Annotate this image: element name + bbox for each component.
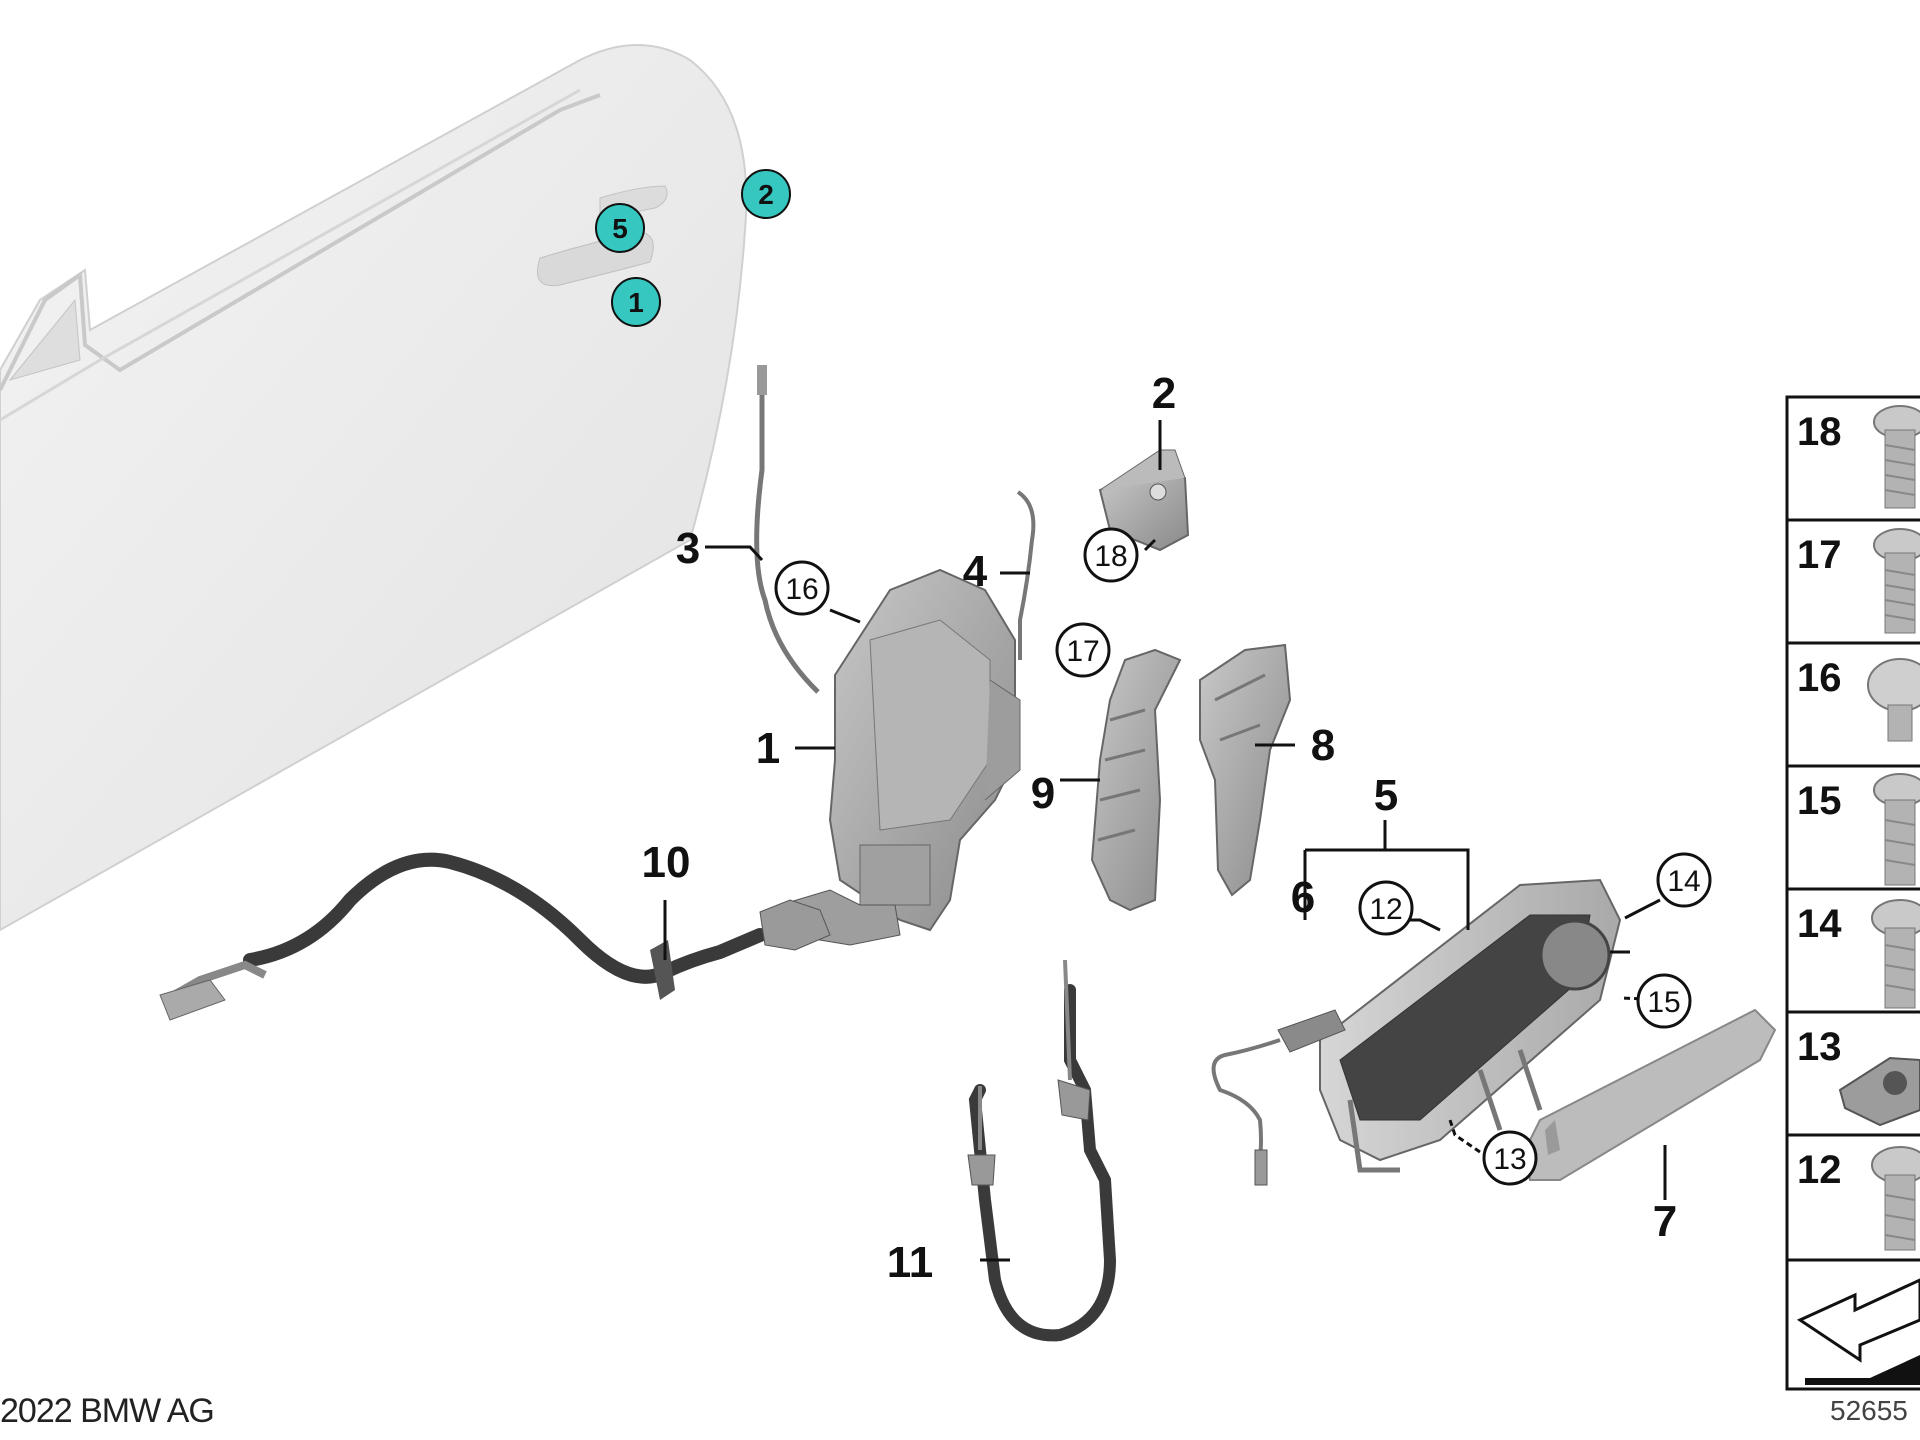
- legend-16[interactable]: 16: [1797, 656, 1920, 742]
- part-label-1[interactable]: 1: [756, 724, 780, 773]
- callout-13[interactable]: 13: [1482, 1130, 1538, 1186]
- screw-icon: [1871, 1146, 1920, 1251]
- legend-17[interactable]: 17: [1797, 528, 1920, 634]
- door-panel: [0, 44, 748, 932]
- handle-cover-part-7: [1523, 1008, 1777, 1181]
- screw-icon: [1871, 899, 1920, 1009]
- callout-12[interactable]: 12: [1358, 880, 1414, 936]
- bracket-part-9: [1090, 648, 1182, 912]
- door-callout-1[interactable]: 1: [611, 277, 661, 327]
- svg-text:18: 18: [1094, 540, 1127, 573]
- callout-14[interactable]: 14: [1656, 852, 1712, 908]
- svg-text:15: 15: [1647, 986, 1680, 1019]
- legend-13[interactable]: 13: [1797, 1025, 1920, 1127]
- cable-part-11: [967, 959, 1117, 1342]
- screw-icon: [1873, 405, 1920, 509]
- copyright-text: 2022 BMW AG: [0, 1392, 215, 1430]
- view-direction-arrow-icon: [1796, 1278, 1920, 1385]
- leader-lines: [663, 420, 1671, 1262]
- part-label-6[interactable]: 6: [1291, 873, 1315, 922]
- diagram-id: 52655: [1830, 1395, 1908, 1426]
- svg-text:12: 12: [1369, 893, 1402, 926]
- fastener-legend: 18 17 16 15: [1785, 395, 1920, 1391]
- door-callout-5[interactable]: 5: [595, 203, 645, 253]
- svg-text:13: 13: [1493, 1143, 1526, 1176]
- sensor-part-6: [1211, 1009, 1346, 1186]
- part-label-4[interactable]: 4: [963, 547, 988, 596]
- svg-text:12: 12: [1797, 1148, 1842, 1192]
- svg-text:17: 17: [1066, 635, 1099, 668]
- callout-18[interactable]: 18: [1083, 527, 1139, 583]
- part-label-9[interactable]: 9: [1031, 769, 1055, 818]
- rod-part-3: [754, 365, 820, 694]
- svg-text:16: 16: [785, 573, 818, 606]
- legend-18[interactable]: 18: [1797, 405, 1920, 509]
- svg-text:15: 15: [1797, 779, 1842, 823]
- svg-text:14: 14: [1797, 902, 1842, 946]
- callout-17[interactable]: 17: [1055, 622, 1111, 678]
- part-label-2[interactable]: 2: [1152, 369, 1176, 418]
- svg-text:16: 16: [1797, 656, 1842, 700]
- svg-text:18: 18: [1797, 410, 1842, 454]
- svg-text:1: 1: [628, 287, 644, 318]
- clip-nut-icon: [1838, 1056, 1920, 1127]
- callout-15[interactable]: 15: [1636, 973, 1692, 1029]
- part-label-3[interactable]: 3: [676, 524, 700, 573]
- svg-text:2: 2: [758, 179, 774, 210]
- part-label-10[interactable]: 10: [642, 838, 691, 887]
- screw-icon: [1873, 528, 1920, 634]
- part-label-7[interactable]: 7: [1653, 1197, 1677, 1246]
- door-handle-part-5: [1319, 878, 1622, 1173]
- round-head-screw-icon: [1867, 658, 1920, 742]
- rod-part-4: [1016, 490, 1036, 660]
- svg-text:17: 17: [1797, 533, 1842, 577]
- callout-16[interactable]: 16: [774, 560, 830, 616]
- svg-text:5: 5: [612, 213, 628, 244]
- svg-text:14: 14: [1667, 865, 1700, 898]
- door-callout-2[interactable]: 2: [741, 169, 791, 219]
- legend-15[interactable]: 15: [1797, 773, 1920, 886]
- svg-text:13: 13: [1797, 1025, 1842, 1069]
- part-label-8[interactable]: 8: [1311, 721, 1335, 770]
- cable-part-10: [159, 852, 831, 1021]
- bracket-part-8: [1199, 643, 1292, 897]
- part-label-5[interactable]: 5: [1374, 771, 1398, 820]
- legend-14[interactable]: 14: [1797, 899, 1920, 1009]
- part-label-11[interactable]: 11: [887, 1238, 934, 1287]
- screw-icon: [1873, 773, 1920, 886]
- legend-12[interactable]: 12: [1797, 1146, 1920, 1251]
- door-lock-part-1: [779, 568, 1021, 946]
